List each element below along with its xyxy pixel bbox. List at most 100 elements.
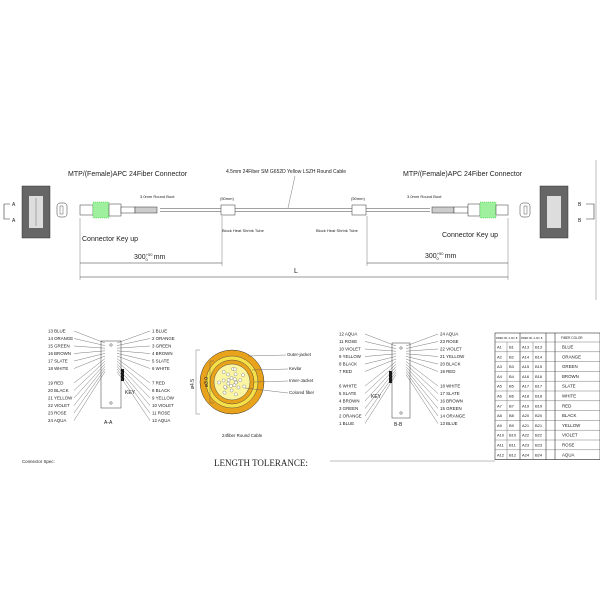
fiber-no-cell: B18 <box>535 394 543 399</box>
pin-label-right: 4 BROWN <box>152 351 173 356</box>
fiber-color-cell: RED <box>562 403 571 408</box>
label-colored-fiber: Colored fiber <box>289 390 315 395</box>
fiber-no-cell: B20 <box>535 413 543 418</box>
pin-label-left: 3 GREEN <box>339 406 358 411</box>
pin-label-right: 12 AQUA <box>152 418 170 423</box>
fiber <box>229 384 233 388</box>
pin-label-right: 22 VIOLET <box>440 347 462 352</box>
pin-label-right: 16 BROWN <box>440 399 463 404</box>
fiber-no-cell: A21 <box>522 423 530 428</box>
cable-title: 4.5mm 24Fiber SM G652D Yellow LSZH Round… <box>226 169 346 175</box>
fiber-no-cell: A22 <box>522 433 530 438</box>
pin-label-right: 2 ORANGE <box>152 336 175 341</box>
fiber-no-cell: B6 <box>509 394 515 399</box>
fiber <box>241 373 245 377</box>
fiber <box>234 380 238 385</box>
pin-label-left: 1 BLUE <box>339 421 354 426</box>
fiber-color-cell: ROSE <box>562 443 575 448</box>
fiber <box>226 372 230 377</box>
label-outer-jacket: Outer-jacket <box>287 352 312 357</box>
left-connector-title: MTP/(Female)APC 24Fiber Connector <box>68 171 188 178</box>
pin-label-right: 3 GREEN <box>152 344 171 349</box>
connector-face-a: A A <box>3 185 68 239</box>
fiber-no-cell: A2 <box>497 354 503 359</box>
fiber-color-cell: GREEN <box>562 364 578 369</box>
fiber-no-cell: A11 <box>497 443 505 448</box>
pin-label-right: 13 BLUE <box>440 421 458 426</box>
table-header: FIBER NO. A-NO. B <box>521 337 543 340</box>
fiber <box>226 381 231 386</box>
end-a-label: A <box>12 218 16 224</box>
fiber-no-cell: B23 <box>535 443 543 448</box>
connector-spec-label: Connector Spec: <box>22 459 55 464</box>
pin-label-right: 8 BLACK <box>152 388 170 393</box>
key-up-right: Connector Key up <box>442 232 498 239</box>
cross-section-caption: 24fiber Round Cable <box>222 433 263 438</box>
connector-face-b: B B <box>519 185 595 239</box>
pin-label-right: 20 BLACK <box>440 362 461 367</box>
inner-diameter: ø3.0 <box>204 377 210 387</box>
fiber-no-cell: A14 <box>522 354 530 359</box>
pin-label-left: 15 GREEN <box>48 344 70 349</box>
heat-shrink-label-left: Block Heat Shrink Tube <box>222 228 265 233</box>
fiber <box>229 388 234 393</box>
fiber <box>233 377 237 381</box>
outer-diameter: ø4.5 <box>190 379 196 389</box>
pin-label-left: 20 BLACK <box>48 388 69 393</box>
pin-label-left: 18 WHITE <box>48 366 68 371</box>
pin-label-left: 10 VIOLET <box>339 347 361 352</box>
label-inner-jacket: Inner-Jacket <box>289 378 314 383</box>
fiber-no-cell: A20 <box>522 413 530 418</box>
fiber-no-cell: A5 <box>497 384 503 389</box>
key-label-b: KEY <box>371 394 382 400</box>
table-header: FIBER COLOR <box>561 336 583 340</box>
cable-cross-section: ø4.5 ø3.0 Outer-jacket Kevlar Inner-Jack… <box>190 349 315 438</box>
fiber-no-cell: B19 <box>535 403 543 408</box>
fiber-no-cell: B7 <box>509 403 515 408</box>
fiber <box>238 378 243 382</box>
pin-label-left: 4 BROWN <box>339 399 360 404</box>
fiber-color-cell: VIOLET <box>562 433 578 438</box>
fiber <box>236 385 241 390</box>
fiber-no-cell: B14 <box>535 354 543 359</box>
pin-label-right: 9 YELLOW <box>152 396 175 401</box>
fiber-no-cell: B4 <box>509 374 515 379</box>
fiber-no-cell: B13 <box>535 345 543 350</box>
pin-label-left: 9 YELLOW <box>339 354 362 359</box>
fiber-no-cell: B21 <box>535 423 543 428</box>
fiber-no-cell: A19 <box>522 403 530 408</box>
fiber-no-cell: A24 <box>522 452 530 457</box>
fiber-color-cell: BLUE <box>562 345 574 350</box>
fiber <box>233 372 238 377</box>
pin-label-left: 7 RED <box>339 369 352 374</box>
fiber-no-cell: A3 <box>497 364 503 369</box>
pin-label-left: 17 SLATE <box>48 359 68 364</box>
fiber <box>226 378 231 382</box>
fiber-no-cell: B2 <box>509 354 515 359</box>
heat-shrink-label-right: Block Heat Shrink Tube <box>316 228 359 233</box>
fiber-no-cell: B17 <box>535 384 543 389</box>
key-label-a: KEY <box>125 390 136 396</box>
pin-label-right: 21 YELLOW <box>440 354 465 359</box>
pin-label-right: 19 RED <box>440 369 455 374</box>
fiber-no-cell: A18 <box>522 394 530 399</box>
fiber <box>234 392 238 397</box>
fiber-no-cell: B1 <box>509 345 515 350</box>
fiber-no-cell: A12 <box>497 452 505 457</box>
fiber-no-cell: A9 <box>497 423 503 428</box>
fiber-no-cell: A16 <box>522 374 530 379</box>
pin-label-left: 23 ROSE <box>48 411 67 416</box>
fiber-color-cell: YELLOW <box>562 423 581 428</box>
pin-label-left: 22 VIOLET <box>48 403 70 408</box>
fiber-no-cell: A23 <box>522 443 530 448</box>
fiber-no-cell: A8 <box>497 413 503 418</box>
pin-label-right: 18 WHITE <box>440 384 460 389</box>
key-up-left: Connector Key up <box>82 236 138 243</box>
fiber-color-cell: BROWN <box>562 374 579 379</box>
cable: 3.0mm Round Boot 3.0mm Round Boot (50mm)… <box>79 194 509 233</box>
tube-dim-right: (50mm) <box>351 196 365 201</box>
